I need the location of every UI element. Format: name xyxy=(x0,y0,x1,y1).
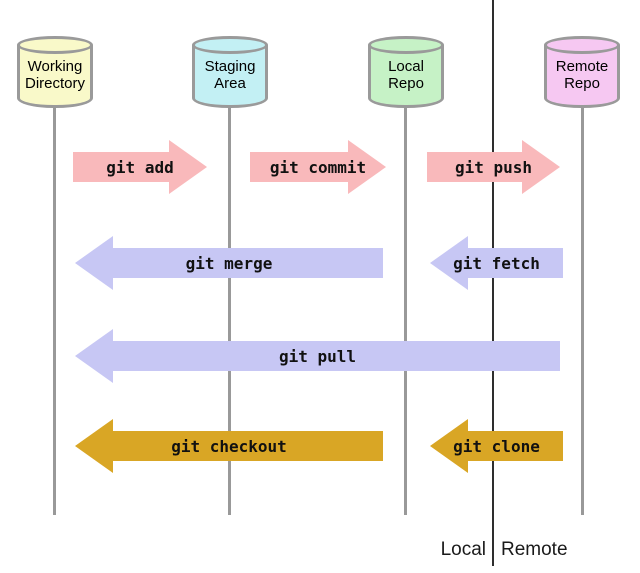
local-remote-divider-line xyxy=(492,0,494,566)
label-line: Remote xyxy=(555,58,609,75)
label-line: Local xyxy=(388,58,424,75)
remote-repo-lifeline xyxy=(581,100,584,515)
local-repo-label: Local Repo xyxy=(368,58,444,92)
cylinder-body xyxy=(368,45,444,108)
cylinder-body xyxy=(17,45,93,108)
remote-repo-label: Remote Repo xyxy=(544,58,620,92)
git-pull-label: git pull xyxy=(278,346,357,366)
git-merge-label: git merge xyxy=(185,253,273,273)
working-directory-cylinder: Working Directory xyxy=(17,36,93,108)
git-clone-label: git clone xyxy=(453,436,540,456)
git-fetch-arrow: git fetch xyxy=(430,236,563,290)
label-line: Repo xyxy=(564,75,600,92)
git-fetch-label: git fetch xyxy=(453,253,540,273)
cylinder-body xyxy=(544,45,620,108)
cylinder-top-ellipse xyxy=(192,36,268,54)
git-pull-arrow: git pull xyxy=(75,329,560,383)
label-line: Staging xyxy=(204,58,256,75)
staging-area-cylinder: Staging Area xyxy=(192,36,268,108)
label-line: Directory xyxy=(24,75,85,92)
remote-repo-cylinder: Remote Repo xyxy=(544,36,620,108)
cylinder-top-ellipse xyxy=(368,36,444,54)
local-region-label: Local xyxy=(440,539,486,560)
local-repo-cylinder: Local Repo xyxy=(368,36,444,108)
working-directory-lifeline xyxy=(53,100,56,515)
git-commit-arrow: git commit xyxy=(250,140,386,194)
staging-area-lifeline xyxy=(228,100,231,515)
git-commit-label: git commit xyxy=(269,157,367,177)
staging-area-label: Staging Area xyxy=(192,58,268,92)
label-line: Working xyxy=(27,58,83,75)
git-checkout-label: git checkout xyxy=(171,436,287,456)
git-add-label: git add xyxy=(106,157,174,177)
cylinder-top-ellipse xyxy=(544,36,620,54)
label-line: Repo xyxy=(388,75,424,92)
git-clone-arrow: git clone xyxy=(430,419,563,473)
local-repo-lifeline xyxy=(404,100,407,515)
git-add-arrow: git add xyxy=(73,140,207,194)
label-line: Area xyxy=(214,75,246,92)
remote-region-label: Remote xyxy=(501,539,568,560)
cylinder-body xyxy=(192,45,268,108)
cylinder-top-ellipse xyxy=(17,36,93,54)
git-push-label: git push xyxy=(454,157,533,177)
working-directory-label: Working Directory xyxy=(17,58,93,92)
